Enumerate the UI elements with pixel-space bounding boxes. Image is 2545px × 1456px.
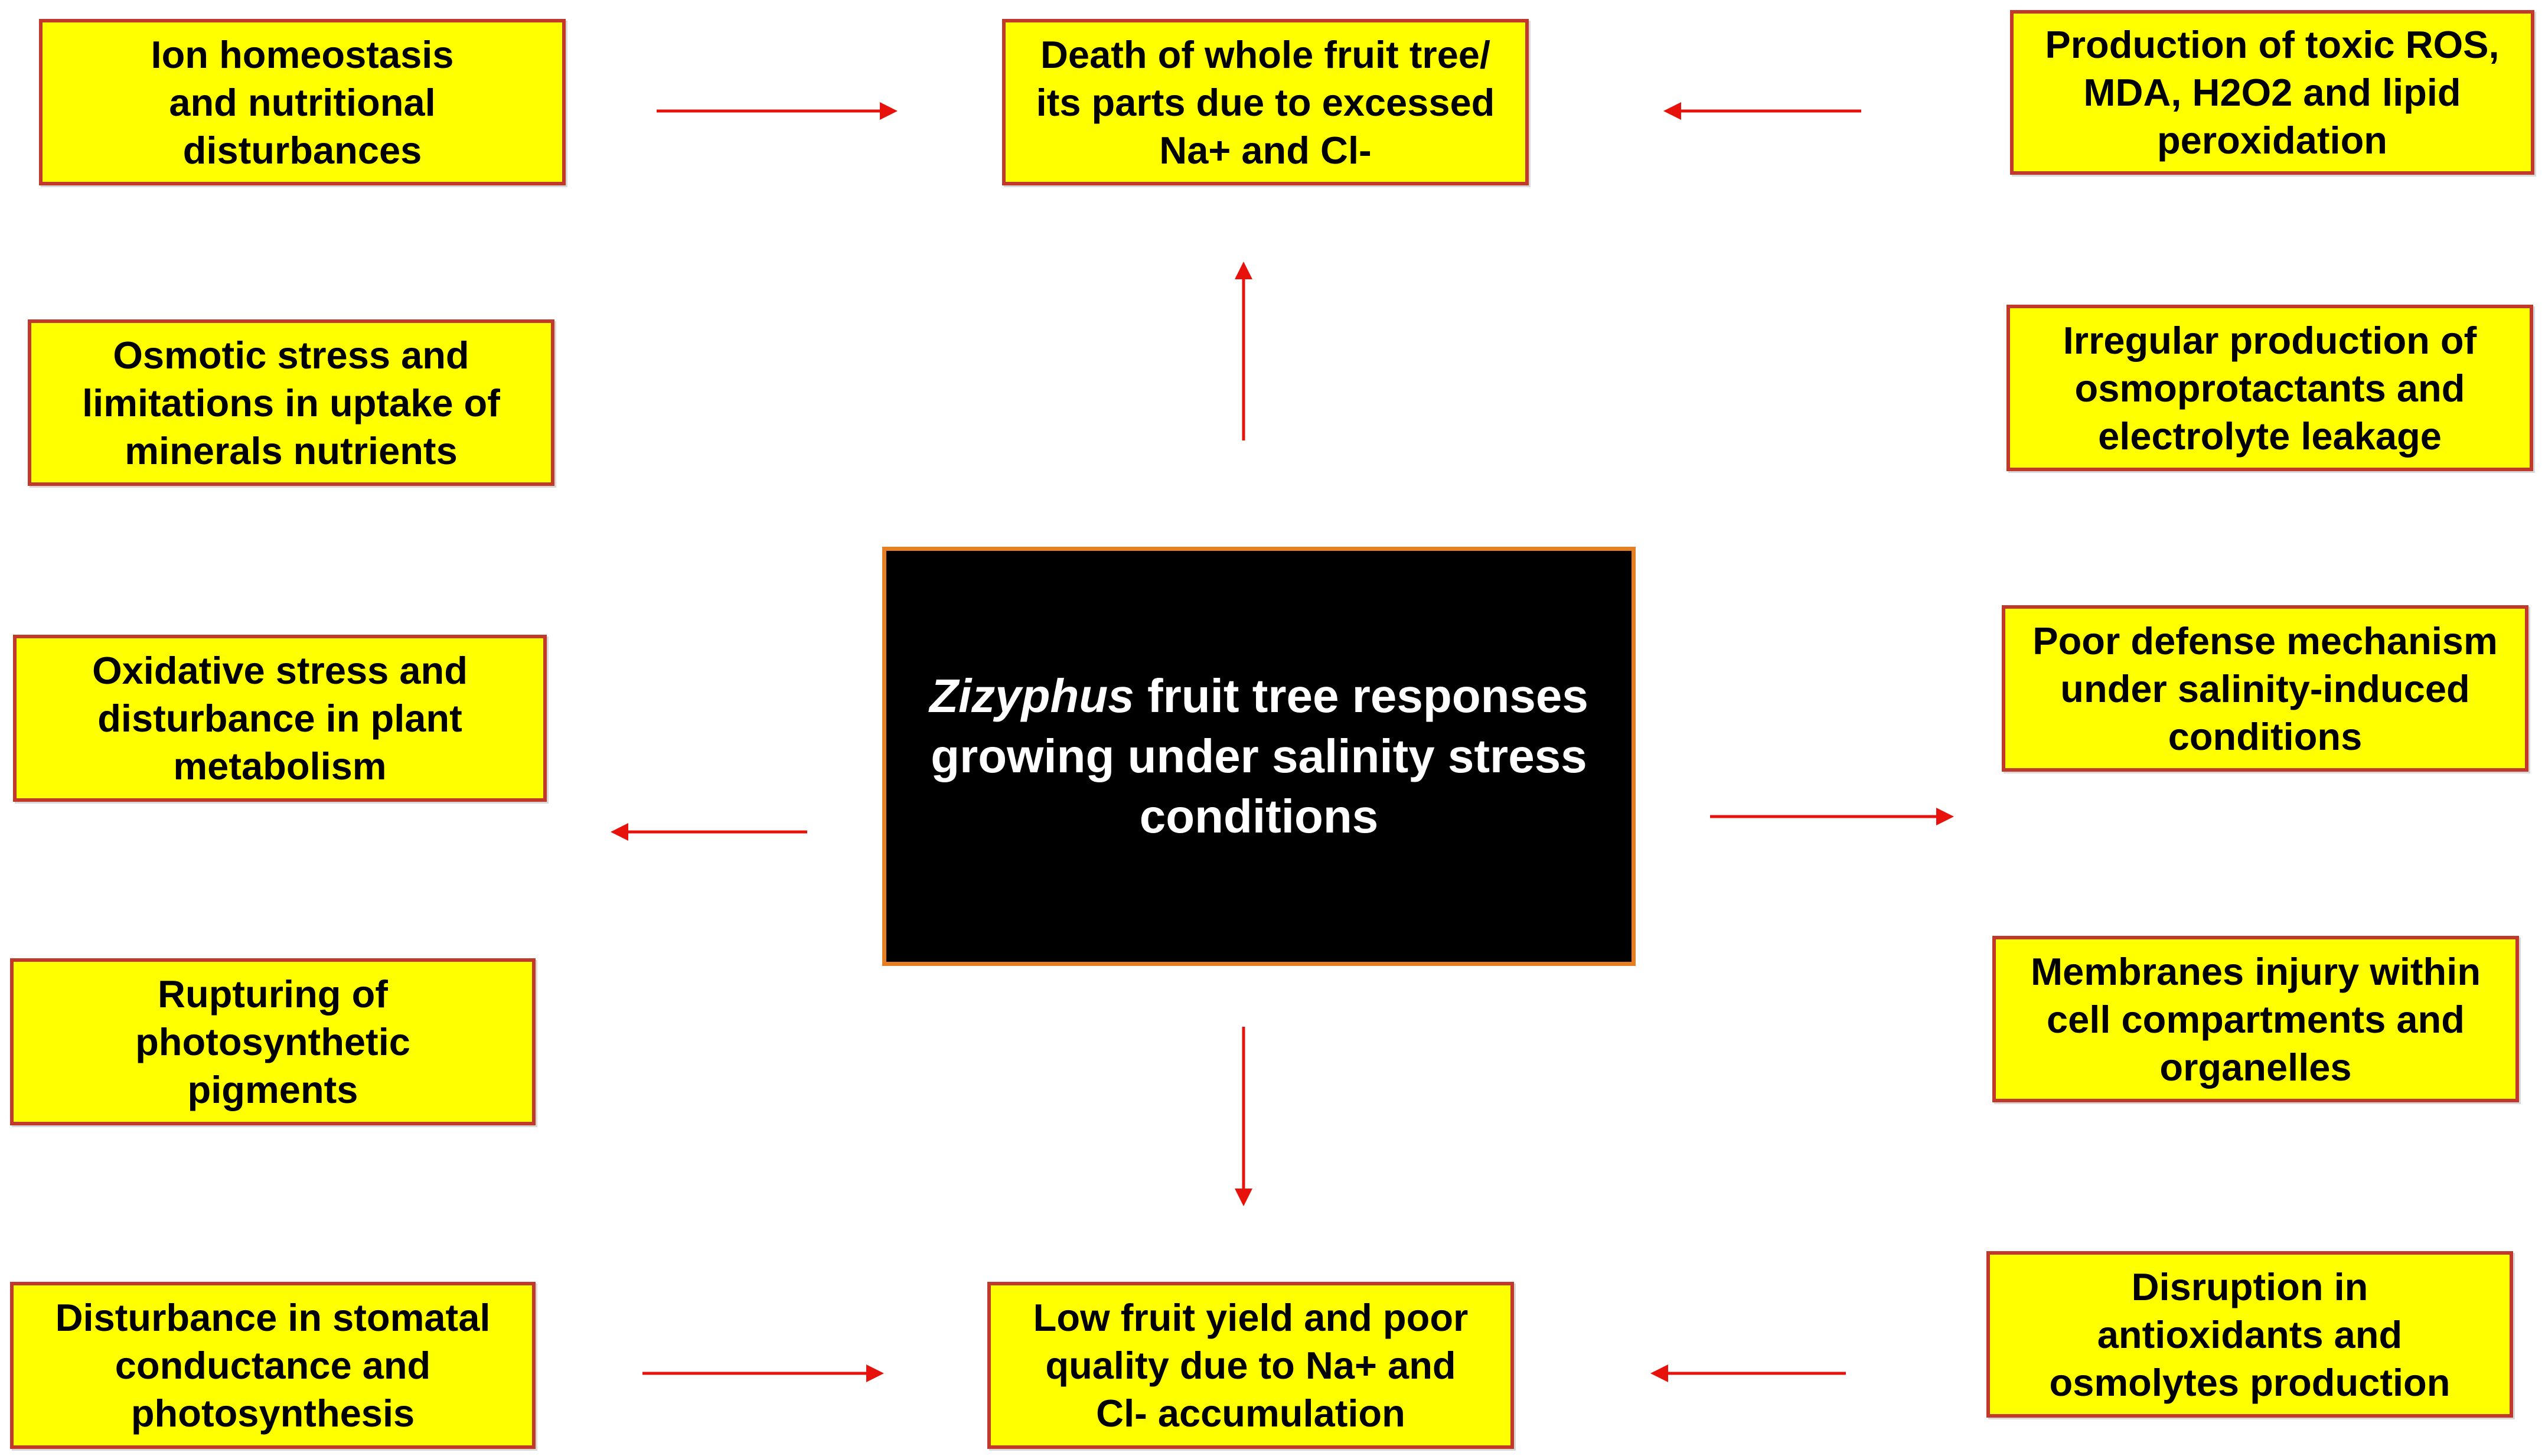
box-rupturing-pigments-text: Rupturing of photosynthetic pigments xyxy=(135,972,410,1111)
center-box-zizyphus: Zizyphus fruit tree responses growing un… xyxy=(882,547,1636,966)
center-italic-word: Zizyphus xyxy=(929,670,1134,722)
box-low-fruit-yield: Low fruit yield and poor quality due to … xyxy=(987,1282,1514,1449)
box-ion-homeostasis: Ion homeostasis and nutritional disturba… xyxy=(39,19,566,185)
box-membranes-injury: Membranes injury within cell compartment… xyxy=(1992,936,2519,1102)
box-osmotic-stress-text: Osmotic stress and limitations in uptake… xyxy=(82,333,500,472)
box-osmotic-stress: Osmotic stress and limitations in uptake… xyxy=(28,319,554,486)
box-death-fruit-tree: Death of whole fruit tree/ its parts due… xyxy=(1002,19,1529,185)
box-poor-defense: Poor defense mechanism under salinity-in… xyxy=(2002,605,2528,772)
box-poor-defense-text: Poor defense mechanism under salinity-in… xyxy=(2032,619,2498,758)
box-oxidative-stress: Oxidative stress and disturbance in plan… xyxy=(13,635,547,802)
box-ion-homeostasis-text: Ion homeostasis and nutritional disturba… xyxy=(151,32,454,172)
box-antioxidants-disruption-text: Disruption in antioxidants and osmolytes… xyxy=(2049,1265,2451,1404)
box-low-fruit-yield-text: Low fruit yield and poor quality due to … xyxy=(1033,1296,1469,1435)
box-toxic-ros: Production of toxic ROS, MDA, H2O2 and l… xyxy=(2010,10,2534,175)
box-toxic-ros-text: Production of toxic ROS, MDA, H2O2 and l… xyxy=(2045,23,2500,162)
box-osmoprotectants: Irregular production of osmoprotactants … xyxy=(2006,305,2533,471)
box-antioxidants-disruption: Disruption in antioxidants and osmolytes… xyxy=(1986,1251,2513,1418)
box-rupturing-pigments: Rupturing of photosynthetic pigments xyxy=(10,958,536,1125)
center-line3: conditions xyxy=(1139,790,1379,843)
center-line2: growing under salinity stress xyxy=(931,730,1587,782)
box-death-fruit-tree-text: Death of whole fruit tree/ its parts due… xyxy=(1036,32,1495,172)
box-osmoprotectants-text: Irregular production of osmoprotactants … xyxy=(2063,318,2477,458)
center-line1-rest: fruit tree responses xyxy=(1134,670,1588,722)
center-box-text: Zizyphus fruit tree responses growing un… xyxy=(929,666,1588,847)
box-stomatal-conductance-text: Disturbance in stomatal conductance and … xyxy=(55,1296,491,1435)
box-oxidative-stress-text: Oxidative stress and disturbance in plan… xyxy=(92,649,468,788)
box-membranes-injury-text: Membranes injury within cell compartment… xyxy=(2030,949,2481,1089)
box-stomatal-conductance: Disturbance in stomatal conductance and … xyxy=(10,1282,536,1449)
